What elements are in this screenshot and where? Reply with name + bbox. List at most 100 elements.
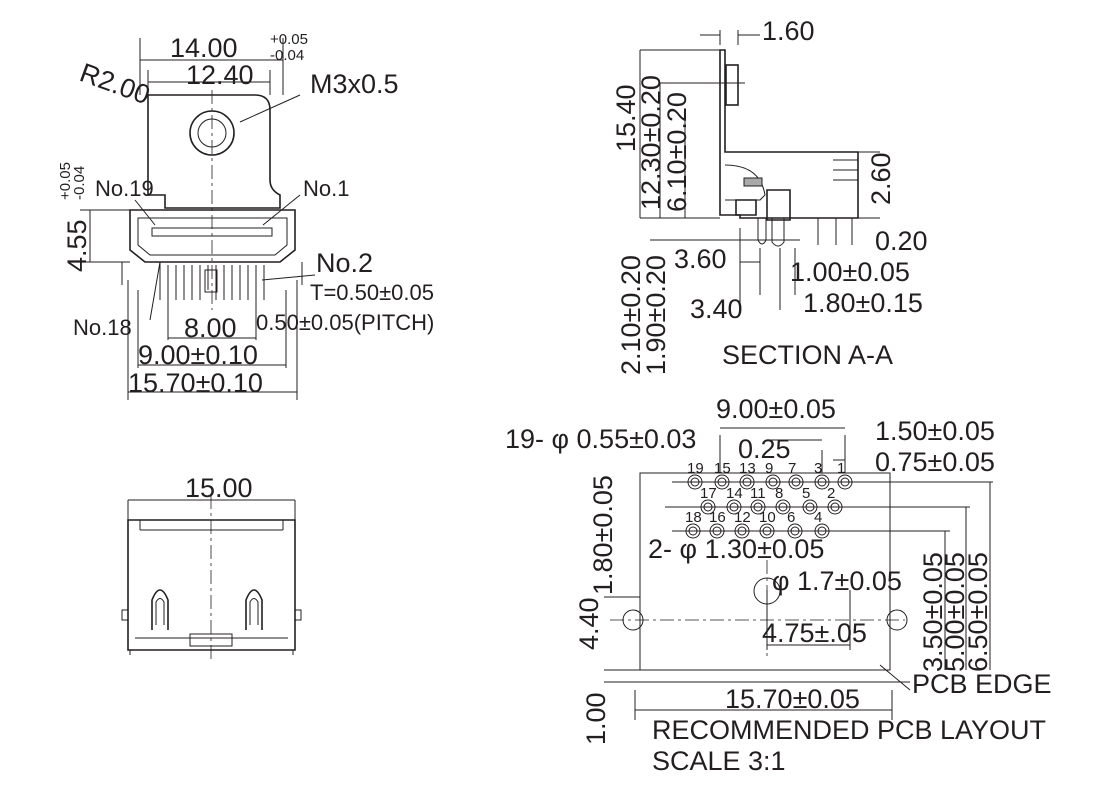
pin-number: 7 [788,460,796,477]
pin-hole [709,523,725,539]
pin-number: 6 [787,509,795,526]
pin-hole-inner [768,477,778,487]
dim-pitch: 0.50±0.05(PITCH) [256,310,434,335]
dim-1-80: 1.80±0.15 [803,288,923,318]
pin-number: 10 [759,509,776,526]
mounting-hole-right [886,609,908,631]
dim-1-90: 1.90±0.20 [641,255,671,375]
pin-hole [685,523,701,539]
dim-front-width: 15.00 [185,473,253,503]
dim-4-75: 4.75±.05 [762,618,867,648]
pin-number: 18 [685,509,702,526]
dim-span-9: 9.00±0.10 [138,340,258,370]
dim-thickness: T=0.50±0.05 [310,280,434,305]
dim-width-inner: 12.40 [186,60,254,90]
dim-6-10: 6.10±0.20 [662,92,692,212]
pin-number: 1 [837,460,845,477]
label-pin-18: No.18 [73,315,132,340]
dim-2-60: 2.60 [866,152,896,205]
pin-hole-inner [762,526,772,536]
dim-width-tol-plus: +0.05 [270,31,308,48]
pin-hole [700,499,716,515]
dim-2-10: 2.10±0.20 [616,255,646,375]
dim-1-00-pcb: 1.00 [581,692,611,745]
pin-hole-inner [840,477,850,487]
label-pin-1: No.1 [303,176,349,201]
pin-hole-inner [712,526,722,536]
pin-hole [814,523,830,539]
pin-hole-inner [830,502,840,512]
pin-hole [814,474,830,490]
dim-0-20: 0.20 [875,226,928,256]
dim-3-60: 3.60 [674,244,727,274]
pin-hole-inner [729,502,739,512]
section-title: SECTION A-A [722,340,893,370]
label-pin-2: No.2 [316,248,373,278]
pin-hole [827,499,843,515]
label-screw: M3x0.5 [310,69,399,99]
pin-number: 8 [775,485,783,502]
pin-number: 11 [750,485,766,502]
pin-hole-inner [717,477,727,487]
dim-15-40: 15.40 [611,84,641,152]
pin-hole [802,499,818,515]
dim-0-75: 0.75±0.05 [875,447,995,477]
dim-width-tol-minus: -0.04 [270,47,304,64]
dim-1-80-pcb: 1.80±0.05 [588,475,618,595]
pin-hole-inner [817,526,827,536]
pin-number: 3 [814,460,822,477]
pin-hole-inner [703,502,713,512]
pin-hole [739,474,755,490]
pin-hole [837,474,853,490]
pin-hole [765,474,781,490]
front-view: 15.00 [121,473,302,660]
dim-height-tol-plus: +0.05 [57,162,74,200]
pin-number: 9 [765,460,773,477]
dim-4-40: 4.40 [574,597,604,650]
pcb-layout-title: RECOMMENDED PCB LAYOUT [652,715,1046,745]
dim-1-00: 1.00±0.05 [790,257,910,287]
dim-1-50: 1.50±0.05 [875,416,995,446]
pin-number: 4 [814,509,822,526]
pin-hole-inner [737,526,747,536]
pin-number: 2 [827,485,835,502]
pin-hole [734,523,750,539]
dim-6-50: 6.50±0.05 [963,552,993,672]
top-view: 14.00 +0.05 -0.04 12.40 R2.00 M3x0.5 No.… [57,31,434,400]
dim-width-total: 14.00 [170,33,238,63]
dim-span-15: 15.70±0.10 [128,368,263,398]
pin-number: 16 [709,509,726,526]
pin-hole-inner [790,526,800,536]
pin-hole-inner [791,477,801,487]
pin-hole [687,474,703,490]
label-center-hole: φ 1.7±0.05 [772,566,902,596]
pin-hole-inner [805,502,815,512]
pin-number: 15 [714,460,731,477]
pin-hole-inner [742,477,752,487]
pin-hole [750,499,766,515]
pin-hole-inner [690,477,700,487]
pcb-layout-scale: SCALE 3:1 [652,746,786,776]
label-pin-19: No.19 [95,176,154,201]
dim-9-00: 9.00±0.05 [716,394,836,424]
dim-3-50: 3.50±0.05 [918,552,948,672]
pin-hole [726,499,742,515]
label-pcb-edge: PCB EDGE [912,669,1052,699]
dim-span-8: 8.00 [184,313,237,343]
pin-hole [787,523,803,539]
center-hole [753,577,781,605]
pin-hole-inner [688,526,698,536]
pin-hole [714,474,730,490]
dim-12-30: 12.30±0.20 [636,75,666,210]
label-large-holes: 2- φ 1.30±0.05 [648,534,824,564]
pin-number: 13 [739,460,756,477]
dim-height: 4.55 [62,219,92,272]
label-small-holes: 19- φ 0.55±0.03 [505,424,696,454]
dim-1-60: 1.60 [762,16,815,46]
pin-hole-inner [778,502,788,512]
section-a-a: 1.60 15.40 12.30±0.20 6.10±0.20 2.60 0.2… [611,16,928,375]
dim-radius: R2.00 [76,57,154,110]
pin-number: 17 [700,485,717,502]
